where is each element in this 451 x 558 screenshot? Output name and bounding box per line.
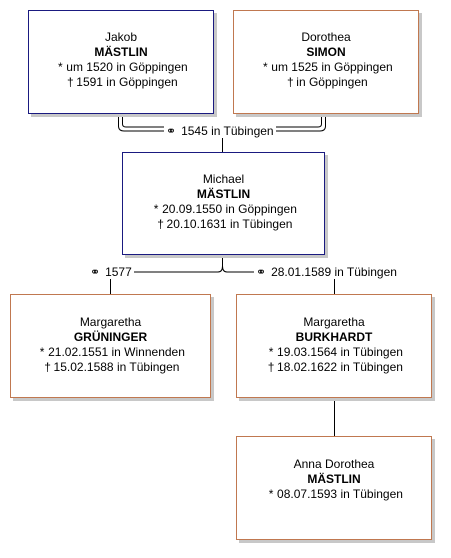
- death-date: 1591 in Göppingen: [76, 75, 178, 89]
- marriage-text: 28.01.1589 in Tübingen: [271, 265, 397, 279]
- person-box-margaretha-grueninger[interactable]: Margaretha GRÜNINGER *21.02.1551 in Winn…: [10, 294, 211, 398]
- marriage-text: 1545 in Tübingen: [181, 124, 274, 138]
- person-box-anna-dorothea-maestlin[interactable]: Anna Dorothea MÄSTLIN *08.07.1593 in Tüb…: [236, 436, 432, 540]
- surname: MÄSTLIN: [196, 187, 251, 201]
- person-box-jakob-maestlin[interactable]: Jakob MÄSTLIN *um 1520 in Göppingen †159…: [28, 10, 214, 114]
- birth-line: *um 1525 in Göppingen: [234, 60, 418, 75]
- birth-date: um 1520 in Göppingen: [66, 60, 188, 74]
- surname: SIMON: [306, 45, 346, 59]
- death-line: †1591 in Göppingen: [29, 75, 213, 90]
- death-icon: †: [44, 360, 51, 374]
- person-box-margaretha-burkhardt[interactable]: Margaretha BURKHARDT *19.03.1564 in Tübi…: [236, 294, 432, 398]
- given-name: Margaretha: [303, 315, 365, 329]
- death-date: 15.02.1588 in Tübingen: [53, 360, 180, 374]
- birth-icon: *: [153, 202, 159, 216]
- death-line: †20.10.1631 in Tübingen: [123, 217, 324, 232]
- surname: BURKHARDT: [295, 330, 373, 344]
- birth-icon: *: [39, 345, 45, 359]
- given-name: Jakob: [104, 30, 138, 44]
- death-icon: †: [66, 75, 74, 89]
- death-icon: †: [157, 217, 164, 231]
- birth-line: *19.03.1564 in Tübingen: [237, 345, 431, 360]
- birth-icon: *: [268, 487, 274, 501]
- given-name: Dorothea: [301, 30, 351, 44]
- surname: MÄSTLIN: [94, 45, 148, 59]
- surname: GRÜNINGER: [73, 330, 148, 344]
- death-date: 20.10.1631 in Tübingen: [166, 217, 293, 231]
- death-date: in Göppingen: [296, 75, 368, 89]
- death-line: †18.02.1622 in Tübingen: [237, 360, 431, 375]
- birth-date: 21.02.1551 in Winnenden: [48, 345, 185, 359]
- marriage-label-first: ⚭ 1577: [88, 265, 134, 279]
- marriage-rings-icon: ⚭: [166, 124, 176, 138]
- birth-date: um 1525 in Göppingen: [271, 60, 393, 74]
- marriage-text: 1577: [105, 265, 132, 279]
- birth-line: *um 1520 in Göppingen: [29, 60, 213, 75]
- marriage-label-second: ⚭ 28.01.1589 in Tübingen: [254, 265, 399, 279]
- birth-line: *08.07.1593 in Tübingen: [237, 487, 431, 502]
- death-icon: †: [267, 360, 275, 374]
- birth-icon: *: [268, 345, 274, 359]
- person-box-dorothea-simon[interactable]: Dorothea SIMON *um 1525 in Göppingen †in…: [233, 10, 419, 114]
- birth-line: *20.09.1550 in Göppingen: [123, 202, 324, 217]
- birth-line: *21.02.1551 in Winnenden: [11, 345, 210, 360]
- death-line: †15.02.1588 in Tübingen: [11, 360, 210, 375]
- death-date: 18.02.1622 in Tübingen: [277, 360, 403, 374]
- birth-date: 20.09.1550 in Göppingen: [162, 202, 297, 216]
- given-name: Anna Dorothea: [293, 457, 375, 471]
- marriage-rings-icon: ⚭: [256, 265, 266, 279]
- birth-icon: *: [262, 60, 268, 74]
- birth-date: 08.07.1593 in Tübingen: [277, 487, 403, 501]
- given-name: Michael: [202, 172, 245, 186]
- marriage-rings-icon: ⚭: [90, 265, 100, 279]
- birth-date: 19.03.1564 in Tübingen: [277, 345, 403, 359]
- given-name: Margaretha: [79, 315, 142, 329]
- death-line: †in Göppingen: [234, 75, 418, 90]
- marriage-label-parents: ⚭ 1545 in Tübingen: [164, 124, 276, 138]
- surname: MÄSTLIN: [307, 472, 361, 486]
- death-icon: †: [286, 75, 294, 89]
- person-box-michael-maestlin[interactable]: Michael MÄSTLIN *20.09.1550 in Göppingen…: [122, 152, 325, 255]
- birth-icon: *: [57, 60, 63, 74]
